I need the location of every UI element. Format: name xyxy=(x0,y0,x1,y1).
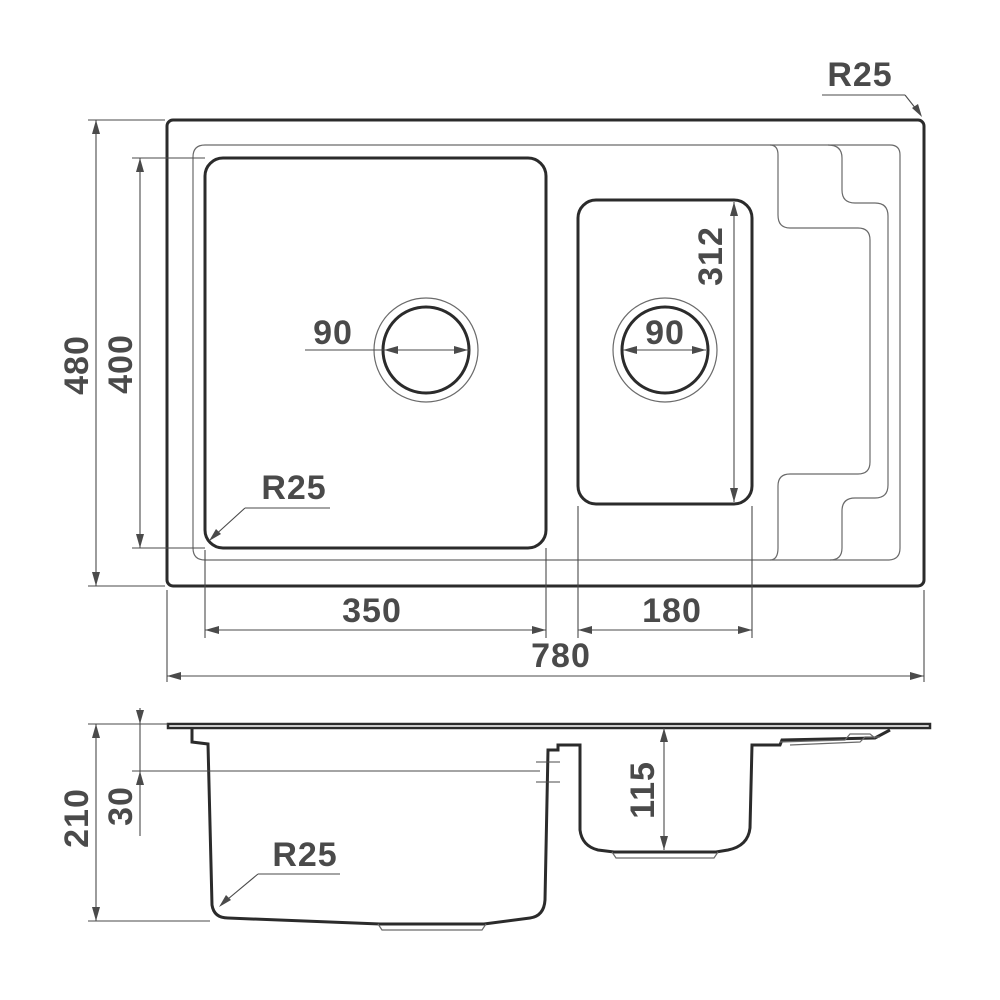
dim-total-depth-label: 480 xyxy=(58,335,96,395)
dim-corner-radius-section-label: R25 xyxy=(272,836,337,874)
section-view xyxy=(166,722,932,931)
top-view-dimensions: 480 400 312 90 90 R25 R25 xyxy=(58,56,925,682)
dim-left-drain-label: 90 xyxy=(313,314,353,352)
section-drainboard-steps xyxy=(779,733,880,746)
right-drain-outer xyxy=(612,297,718,403)
dim-height-rim-label: 30 xyxy=(102,786,140,826)
dim-right-bowl-depth-label: 312 xyxy=(692,226,730,286)
section-view-dimensions: 210 30 115 R25 xyxy=(58,708,668,922)
left-bowl-outline xyxy=(203,156,548,550)
drainboard-outline-inner xyxy=(769,144,871,561)
drainboard-outline-outer xyxy=(827,144,889,561)
dim-height-total-label: 210 xyxy=(58,788,96,848)
dim-corner-radius-left-bowl-label: R25 xyxy=(261,469,326,507)
dim-height-right-bowl-label: 115 xyxy=(624,761,662,819)
section-left-bowl xyxy=(190,728,891,926)
dim-corner-radius-top-label: R25 xyxy=(827,56,892,94)
right-bowl-outline xyxy=(576,198,754,506)
dim-right-drain-label: 90 xyxy=(645,314,685,352)
dim-right-bowl-width-label: 180 xyxy=(642,592,702,630)
section-rim-top xyxy=(166,722,932,730)
dim-left-bowl-width-label: 350 xyxy=(342,592,402,630)
right-drain-inner xyxy=(620,305,710,395)
section-left-drain xyxy=(377,923,487,931)
dim-total-width-label: 780 xyxy=(531,637,591,675)
dim-left-bowl-depth-label: 400 xyxy=(102,334,140,394)
top-view xyxy=(165,118,926,588)
sink-inner-rim xyxy=(192,144,901,561)
section-right-drain xyxy=(611,851,719,859)
